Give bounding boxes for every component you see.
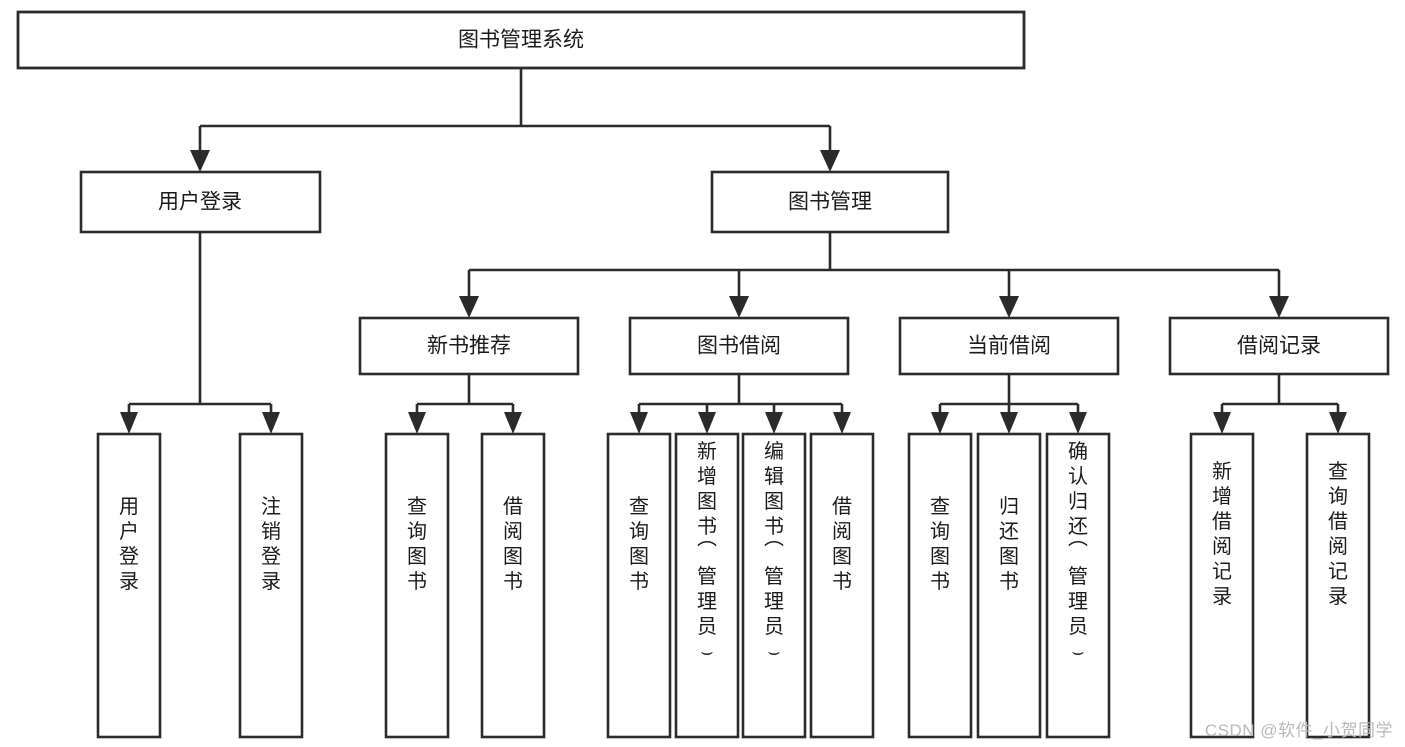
csdn-watermark: CSDN @软件_小贺同学	[1204, 721, 1393, 740]
connectors-book-borrow-leaves	[630, 374, 851, 434]
node-leaf-return-book-label: 归还图书	[999, 495, 1019, 593]
arrow-icon-book-manage	[820, 150, 840, 172]
arrow-icon-leaf-return-book	[1000, 412, 1018, 434]
connectors-user-login-leaves	[120, 232, 280, 434]
node-leaf-query-book-3-box[interactable]	[907, 432, 973, 739]
arrow-icon-borrow-record	[1269, 296, 1289, 318]
node-root-label: 图书管理系统	[458, 29, 584, 52]
node-leaf-query-borrow-record-label: 查询借阅记录	[1328, 460, 1348, 608]
node-borrow-record[interactable]: 借阅记录	[1168, 316, 1390, 376]
node-current-borrow-box[interactable]	[898, 316, 1120, 376]
connectors-root-to-level2	[190, 68, 840, 172]
node-leaf-user-login-label: 用户登录	[119, 496, 139, 593]
node-leaf-query-book-2[interactable]: 查询图书	[606, 432, 672, 739]
arrow-icon-leaf-add-book	[698, 412, 716, 434]
arrow-icon-leaf-add-record	[1213, 412, 1231, 434]
arrow-icon-leaf-logout-login	[262, 412, 280, 434]
node-current-borrow[interactable]: 当前借阅	[898, 316, 1120, 376]
node-user-login-label: 用户登录	[158, 191, 242, 214]
node-root[interactable]: 图书管理系统	[16, 10, 1026, 70]
node-book-manage[interactable]: 图书管理	[710, 170, 950, 234]
node-book-borrow-box[interactable]	[628, 316, 850, 376]
arrow-icon-leaf-user-login	[120, 412, 138, 434]
node-leaf-borrow-book-2-box[interactable]	[809, 432, 875, 739]
node-leaf-logout-login-label: 注销登录	[261, 495, 281, 593]
arrow-icon-new-book	[459, 296, 479, 318]
arrow-icon-leaf-query-book-3	[931, 412, 949, 434]
arrow-icon-user-login	[190, 150, 210, 172]
node-leaf-confirm-return-admin-label: 确认归还⌒管理员⌣	[1068, 440, 1088, 663]
node-leaf-add-borrow-record-label: 新增借阅记录	[1212, 460, 1232, 608]
arrow-icon-book-borrow	[729, 296, 749, 318]
node-leaf-query-book-2-box[interactable]	[606, 432, 672, 739]
connectors-current-borrow-leaves	[931, 374, 1087, 434]
node-leaf-borrow-book-1-label: 借阅图书	[503, 495, 523, 593]
node-borrow-record-label: 借阅记录	[1237, 335, 1321, 358]
node-book-borrow-label: 图书借阅	[697, 335, 781, 358]
node-leaf-confirm-return-admin[interactable]: 确认归还⌒管理员⌣	[1045, 432, 1111, 739]
node-borrow-record-box[interactable]	[1168, 316, 1390, 376]
node-leaf-add-book-admin[interactable]: 新增图书⌒管理员⌣	[674, 432, 740, 739]
connectors-new-book-leaves	[408, 374, 522, 434]
node-leaf-return-book[interactable]: 归还图书	[976, 432, 1042, 739]
node-leaf-edit-book-admin-box[interactable]	[741, 432, 807, 739]
arrow-icon-leaf-confirm-return	[1069, 412, 1087, 434]
node-leaf-query-book-3-label: 查询图书	[930, 495, 950, 593]
node-book-manage-box[interactable]	[710, 170, 950, 234]
node-leaf-return-book-box[interactable]	[976, 432, 1042, 739]
node-leaf-add-borrow-record-box[interactable]	[1189, 432, 1255, 739]
node-leaf-add-book-admin-box[interactable]	[674, 432, 740, 739]
node-leaf-query-borrow-record-box[interactable]	[1305, 432, 1371, 739]
node-leaf-query-book-2-label: 查询图书	[629, 495, 649, 593]
node-leaf-edit-book-admin-label: 编辑图书⌒管理员⌣	[764, 440, 784, 663]
node-leaf-confirm-return-admin-box[interactable]	[1045, 432, 1111, 739]
node-user-login-box[interactable]	[79, 170, 322, 234]
node-new-book-recommend-box[interactable]	[358, 316, 580, 376]
node-leaf-borrow-book-1[interactable]: 借阅图书	[480, 432, 546, 739]
arrow-icon-leaf-borrow-book-2	[833, 412, 851, 434]
node-leaf-logout-login[interactable]: 注销登录	[238, 432, 304, 739]
node-user-login[interactable]: 用户登录	[79, 170, 322, 234]
node-leaf-add-borrow-record[interactable]: 新增借阅记录	[1189, 432, 1255, 739]
arrow-icon-leaf-borrow-book-1	[504, 412, 522, 434]
arrow-icon-leaf-query-record	[1329, 412, 1347, 434]
arrow-icon-leaf-edit-book	[765, 412, 783, 434]
connectors-book-manage-to-level3	[459, 232, 1289, 318]
node-root-box[interactable]	[16, 10, 1026, 70]
node-leaf-user-login-box[interactable]	[96, 432, 162, 739]
connectors-borrow-record-leaves	[1213, 374, 1347, 434]
node-leaf-add-book-admin-label: 新增图书⌒管理员⌣	[697, 440, 717, 663]
arrow-icon-current-borrow	[999, 296, 1019, 318]
node-leaf-query-book-1-box[interactable]	[384, 432, 450, 739]
node-leaf-borrow-book-2-label: 借阅图书	[832, 495, 852, 593]
node-leaf-query-book-1[interactable]: 查询图书	[384, 432, 450, 739]
node-new-book-recommend[interactable]: 新书推荐	[358, 316, 580, 376]
node-leaf-query-borrow-record[interactable]: 查询借阅记录	[1305, 432, 1371, 739]
node-new-book-recommend-label: 新书推荐	[427, 335, 511, 358]
node-leaf-edit-book-admin[interactable]: 编辑图书⌒管理员⌣	[741, 432, 807, 739]
node-leaf-query-book-3[interactable]: 查询图书	[907, 432, 973, 739]
node-book-borrow[interactable]: 图书借阅	[628, 316, 850, 376]
arrow-icon-leaf-query-book-1	[408, 412, 426, 434]
node-leaf-borrow-book-2[interactable]: 借阅图书	[809, 432, 875, 739]
node-current-borrow-label: 当前借阅	[967, 335, 1051, 358]
node-leaf-query-book-1-label: 查询图书	[407, 495, 427, 593]
arrow-icon-leaf-query-book-2	[630, 412, 648, 434]
node-leaf-user-login[interactable]: 用户登录	[96, 432, 162, 739]
node-leaf-logout-login-box[interactable]	[238, 432, 304, 739]
node-leaf-borrow-book-1-box[interactable]	[480, 432, 546, 739]
node-book-manage-label: 图书管理	[788, 191, 872, 214]
